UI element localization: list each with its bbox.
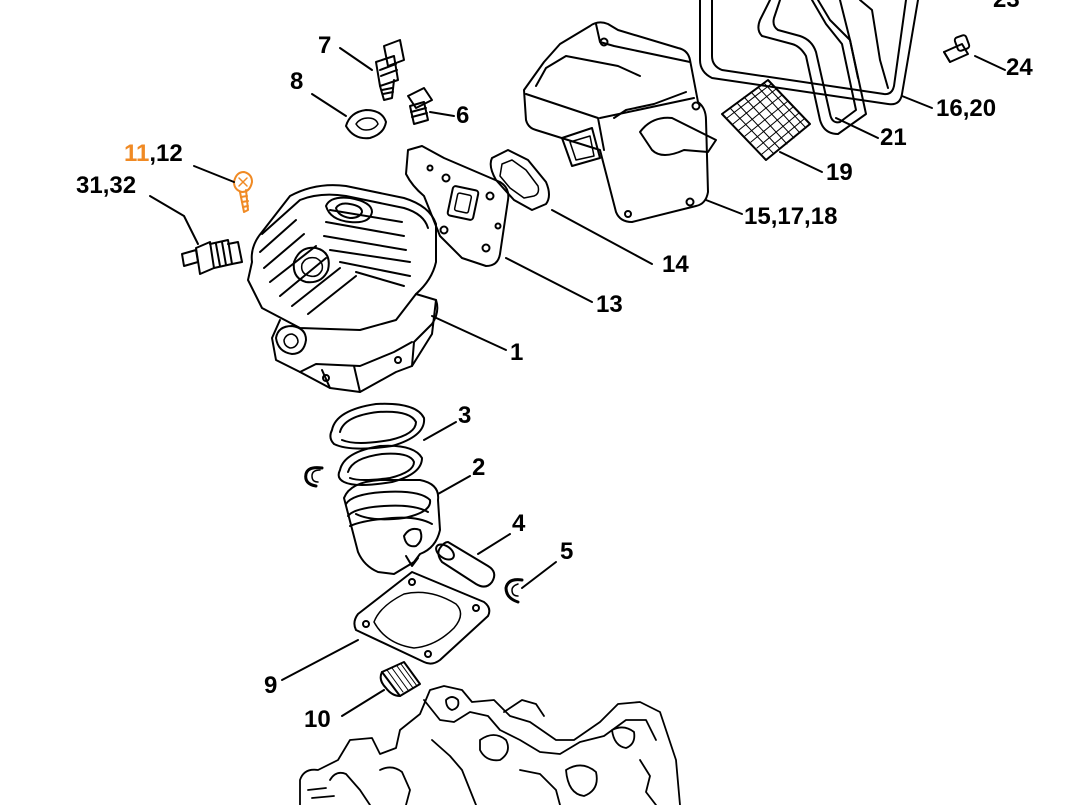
part-label-3[interactable]: 3	[458, 402, 472, 429]
leader-6	[429, 111, 455, 117]
part-label-4[interactable]: 4	[512, 510, 526, 537]
part-label-11-highlight[interactable]: 11	[124, 140, 150, 167]
leader-14	[551, 209, 653, 265]
leader-lines	[149, 47, 1006, 717]
highlighted-screw-part[interactable]	[233, 171, 253, 213]
piston-pin-part[interactable]	[433, 541, 496, 588]
part-label-7[interactable]: 7	[318, 32, 332, 59]
part-label-15-17-18[interactable]: 15,17,18	[744, 203, 838, 230]
leader-19	[779, 151, 823, 173]
piston-part[interactable]	[343, 479, 441, 575]
part-label-19[interactable]: 19	[826, 159, 853, 186]
decompression-valve-part[interactable]	[375, 39, 405, 101]
circlip-left-part[interactable]	[304, 466, 324, 488]
part-label-14[interactable]: 14	[662, 251, 689, 278]
needle-bearing-part[interactable]	[379, 661, 421, 697]
leader-21	[835, 117, 879, 139]
part-label-21[interactable]: 21	[880, 124, 907, 151]
part-label-11-12[interactable]: 11,12	[124, 142, 183, 166]
part-label-16-20[interactable]: 16,20	[936, 95, 997, 122]
leader-16-20	[901, 95, 933, 109]
part-label-24[interactable]: 24	[1006, 54, 1033, 81]
part-label-10[interactable]: 10	[304, 706, 331, 733]
part-label-9[interactable]: 9	[264, 672, 278, 699]
part-label-13[interactable]: 13	[596, 291, 623, 318]
cylinder-part[interactable]	[247, 184, 439, 393]
muffler-gasket-part[interactable]	[757, 0, 867, 135]
piston-rings-part[interactable]	[329, 402, 426, 486]
part-label-23[interactable]: 23	[993, 0, 1020, 12]
circlip-part[interactable]	[504, 578, 524, 604]
exhaust-gasket-part[interactable]	[489, 149, 550, 211]
muffler-part[interactable]	[523, 21, 717, 223]
plug-part[interactable]	[407, 87, 433, 125]
part-label-2[interactable]: 2	[472, 454, 486, 481]
spring-washer-part[interactable]	[345, 109, 387, 140]
part-label-6[interactable]: 6	[456, 102, 470, 129]
screw-part[interactable]	[943, 34, 971, 63]
leader-3	[423, 421, 457, 441]
part-label-8[interactable]: 8	[290, 68, 304, 95]
leader-8	[311, 93, 347, 117]
leader-31-32	[149, 195, 199, 245]
leader-24	[974, 55, 1006, 71]
leader-2	[437, 475, 471, 495]
cylinder-base-gasket-part[interactable]	[353, 571, 491, 665]
crankcase-part[interactable]	[299, 685, 681, 806]
leader-1	[431, 315, 507, 351]
leader-9	[281, 639, 359, 681]
leader-7	[339, 47, 373, 71]
leader-13	[505, 257, 593, 303]
leader-10	[341, 689, 385, 717]
part-label-1[interactable]: 1	[510, 339, 524, 366]
flange-plate-part[interactable]	[405, 145, 510, 267]
leader-11-12	[193, 165, 235, 183]
part-label-12[interactable]: ,12	[149, 140, 183, 167]
leader-15-17-18	[705, 199, 743, 215]
spark-plug-part[interactable]	[181, 239, 243, 275]
leader-4	[477, 533, 511, 555]
leader-5	[521, 561, 557, 589]
spark-arrestor-screen-part[interactable]	[721, 79, 811, 161]
part-label-31-32[interactable]: 31,32	[76, 172, 137, 199]
part-label-5[interactable]: 5	[560, 538, 574, 565]
muffler-housing-part[interactable]	[699, 0, 919, 106]
